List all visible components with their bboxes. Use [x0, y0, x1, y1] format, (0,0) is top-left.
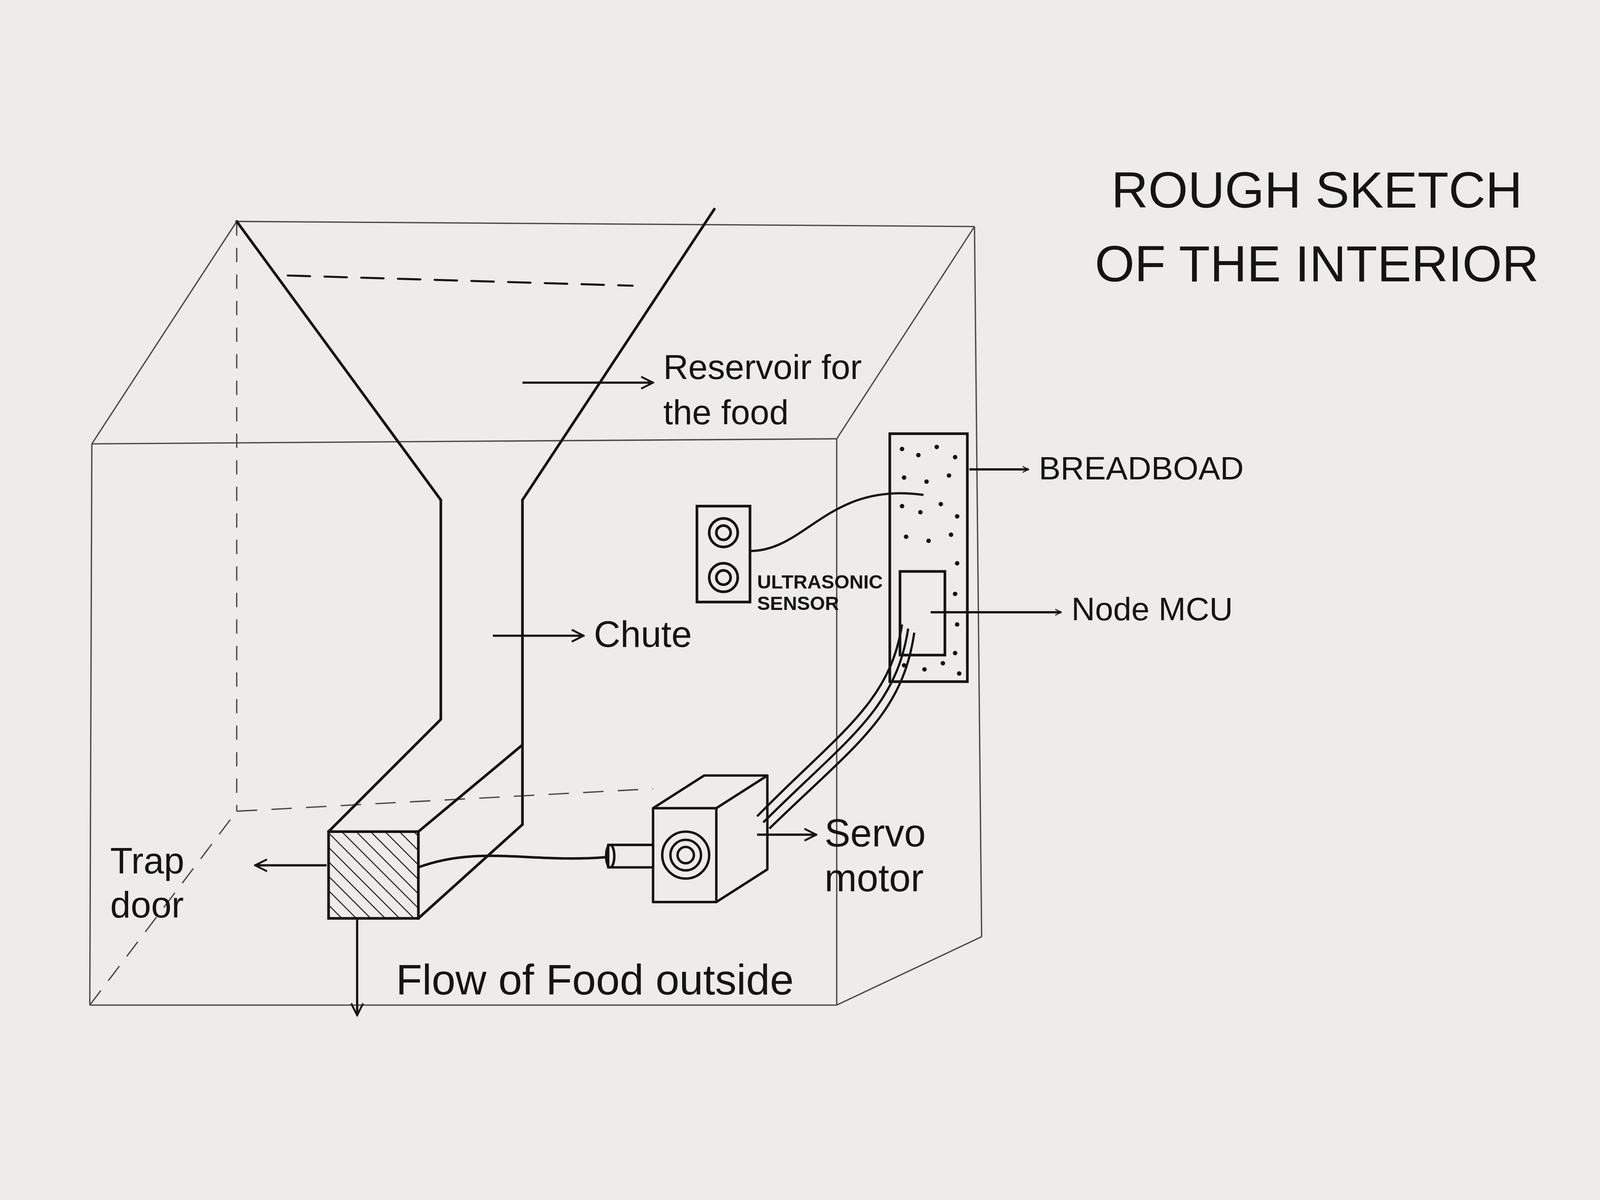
breadboard-label: BREADBOAD	[1038, 448, 1245, 489]
ultrasonic-sensor	[696, 505, 750, 602]
trapdoor-label: Trap door	[110, 838, 223, 927]
housing-box	[89, 221, 982, 1006]
servo-link-wire	[418, 855, 606, 868]
leader-arrows	[255, 382, 1062, 1016]
flow-label: Flow of Food outside	[396, 953, 795, 1006]
reservoir-label: Reservoir for the food	[663, 344, 898, 435]
servo-motor	[605, 775, 768, 902]
servo-label: Servo motor	[824, 811, 968, 901]
sensor-wire	[750, 493, 924, 552]
nodemcu-label: Node MCU	[1071, 589, 1233, 629]
hopper-chute	[236, 209, 715, 919]
sensor-label: ULTRASONIC SENSOR	[757, 571, 895, 614]
chute-label: Chute	[594, 612, 693, 657]
breadboard	[889, 433, 968, 682]
trap-door	[328, 831, 419, 919]
sketch-title: ROUGH SKETCH OF THE INTERIOR	[1090, 153, 1543, 302]
servo-wires	[757, 624, 915, 829]
